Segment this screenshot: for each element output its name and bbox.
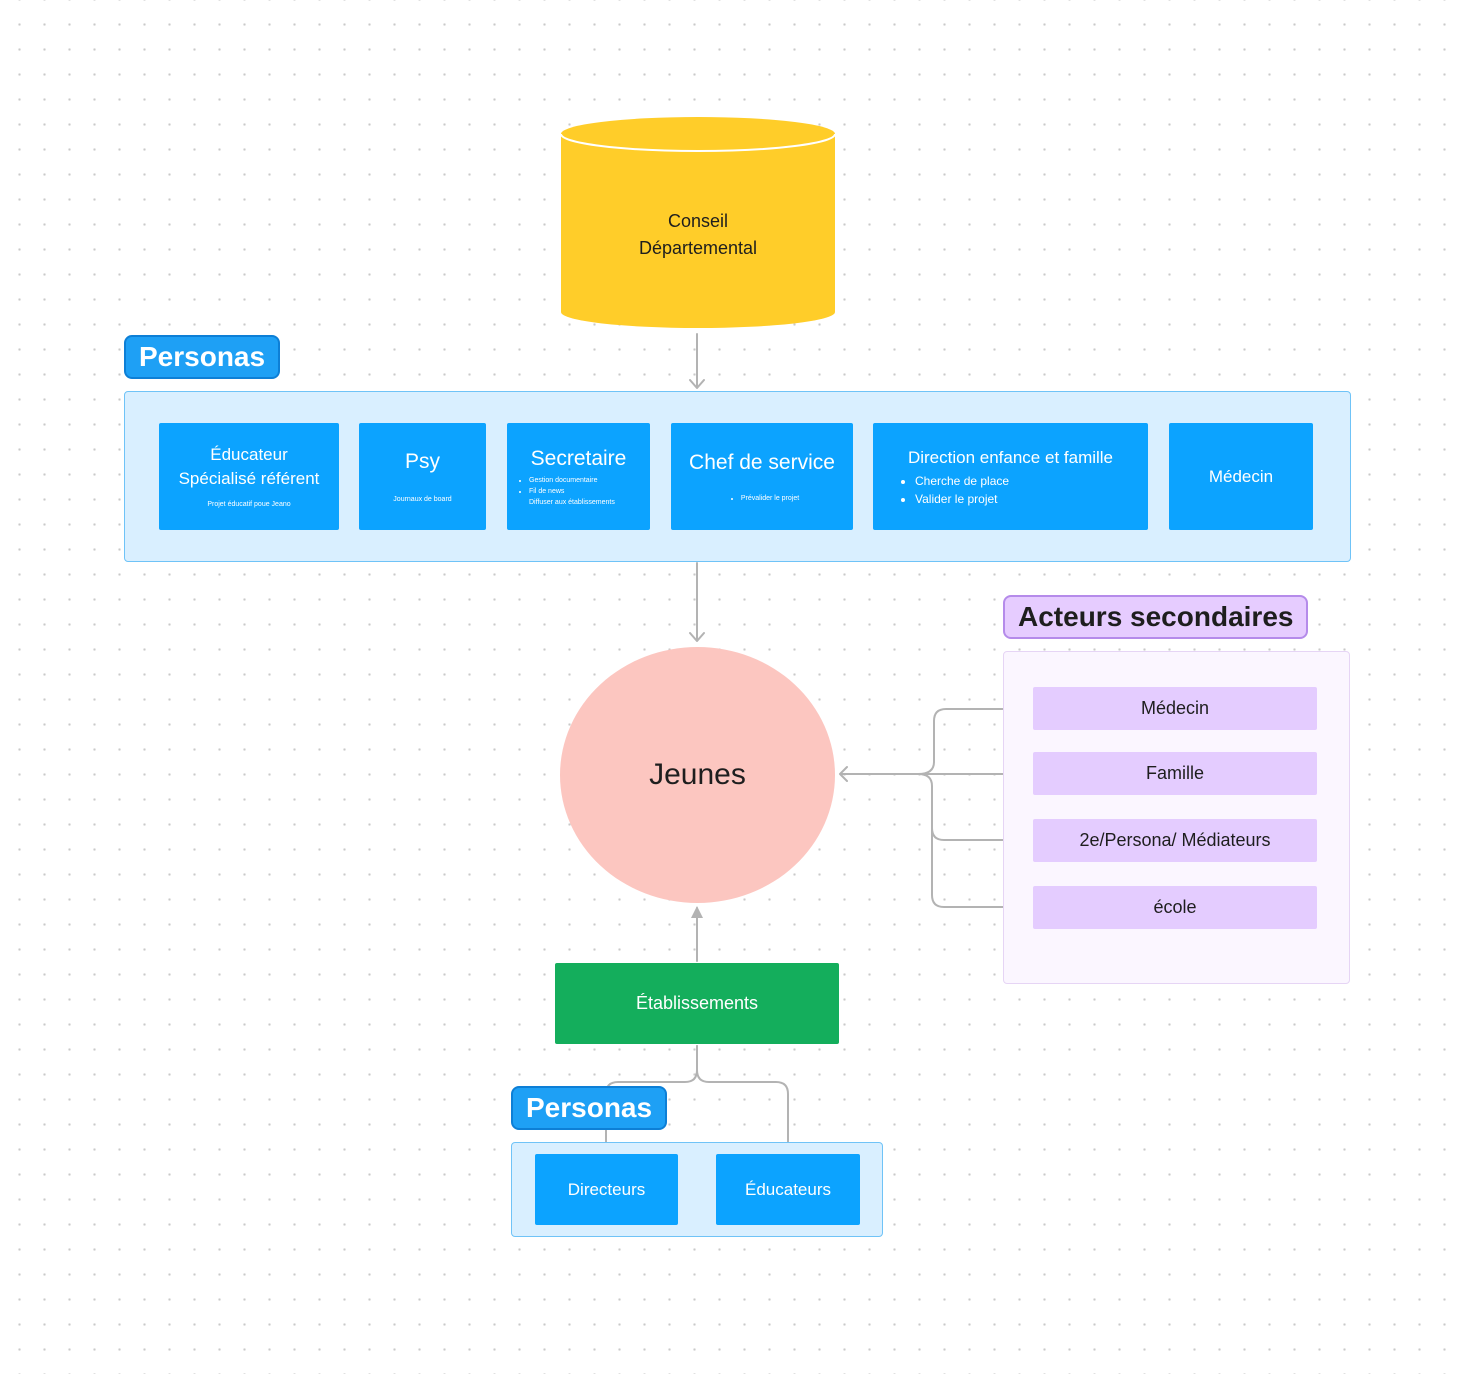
persona-card-chef-de-service[interactable]: Chef de service Prévalider le projet [671, 423, 853, 530]
branch-mediateurs [931, 827, 1031, 841]
personas-tag-top[interactable]: Personas [124, 335, 281, 379]
persona-card-title: Chef de service [689, 451, 835, 474]
list-item: Cherche de place [915, 472, 1009, 490]
persona-card-title: Éducateur Spécialisé référent [178, 445, 320, 488]
persona-card-title: Psy [404, 450, 440, 473]
persona-card-list: Gestion documentaire Fil de news Diffuse… [513, 475, 615, 508]
persona-card-medecin[interactable]: Médecin [1169, 423, 1313, 530]
list-item: Diffuser aux établissements [529, 499, 615, 506]
persona-card-psy[interactable]: Psy Journaux de board [359, 423, 486, 530]
branch-ecole [917, 773, 1031, 908]
persona-card-secretaire[interactable]: Secretaire Gestion documentaire Fil de n… [507, 423, 650, 530]
acteur-medecin[interactable]: Médecin [1033, 687, 1317, 730]
arrow-personas-to-jeunes [689, 562, 705, 642]
persona-card-title: Éducateurs [745, 1179, 831, 1199]
etablissements-box[interactable]: Établissements [555, 963, 839, 1044]
persona-card-note: Journaux de board [393, 496, 452, 503]
acteur-famille[interactable]: Famille [1033, 752, 1317, 795]
persona-card-list: Prévalider le projet [725, 493, 799, 504]
conseil-departemental-cylinder[interactable] [558, 114, 838, 334]
cylinder-body [561, 136, 835, 328]
persona-card-direction-enfance-famille[interactable]: Direction enfance et famille Cherche de … [873, 423, 1148, 530]
persona-card-title: Directeurs [567, 1179, 646, 1199]
arrowhead-jeunes-bottom [691, 906, 703, 918]
cylinder-rim [560, 133, 836, 152]
conseil-departemental-label: Conseil Départemental [638, 211, 758, 258]
persona-card-directeurs[interactable]: Directeurs [535, 1154, 678, 1225]
arrow-etablissements-to-educateurs [696, 1045, 789, 1147]
list-item: Valider le projet [915, 490, 1009, 508]
branch-medecin [917, 708, 1031, 775]
jeunes-label: Jeunes [649, 758, 746, 791]
list-item: Prévalider le projet [741, 493, 799, 504]
persona-card-note: Projet éducatif poue Jeano [207, 501, 291, 508]
acteurs-secondaires-tag[interactable]: Acteurs secondaires [1003, 595, 1309, 639]
acteur-mediateurs[interactable]: 2e/Persona/ Médiateurs [1033, 819, 1317, 862]
arrow-conseil-to-personas [689, 333, 705, 389]
list-item: Gestion documentaire [529, 475, 615, 486]
list-item: Fil de news [529, 486, 615, 497]
persona-card-title: Secretaire [530, 447, 627, 470]
cylinder-top [561, 117, 835, 151]
persona-card-list: Cherche de place Valider le projet [899, 472, 1009, 508]
jeunes-circle[interactable]: Jeunes [560, 647, 835, 903]
persona-card-educateur-specialise[interactable]: Éducateur Spécialisé référent Projet édu… [159, 423, 339, 530]
arrow-acteurs-to-jeunes [839, 766, 1031, 782]
personas-tag-bottom[interactable]: Personas [511, 1086, 668, 1130]
persona-card-title: Direction enfance et famille [907, 447, 1114, 467]
persona-card-title: Médecin [1208, 466, 1274, 486]
persona-card-educateurs[interactable]: Éducateurs [716, 1154, 860, 1225]
acteur-ecole[interactable]: école [1033, 886, 1317, 929]
